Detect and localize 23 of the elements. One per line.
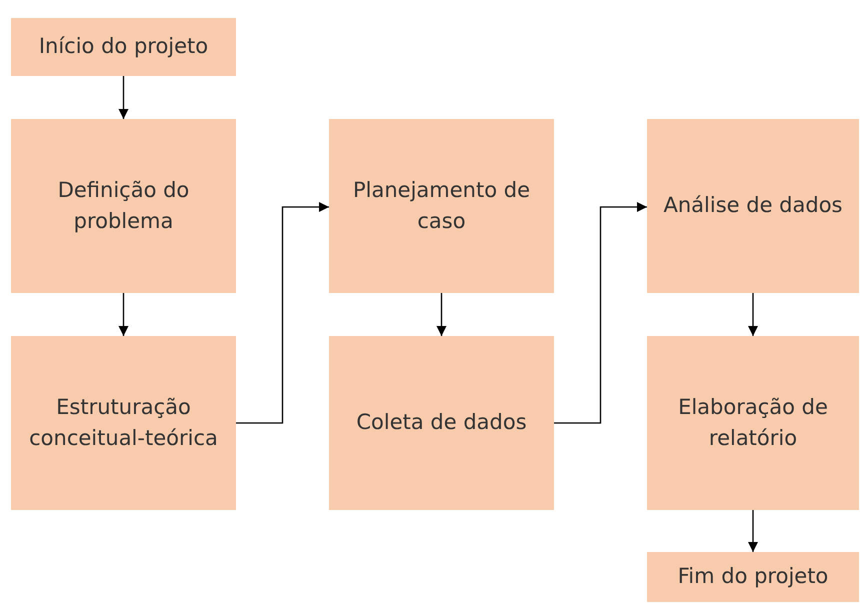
arrow bbox=[118, 293, 128, 336]
process-box bbox=[11, 336, 236, 510]
box-label: Início do projeto bbox=[38, 33, 208, 60]
box-label: Planejamento de caso bbox=[352, 176, 531, 235]
process-box bbox=[647, 552, 859, 602]
box-label: Elaboração de relatório bbox=[677, 394, 829, 452]
box-label: Definição do problema bbox=[56, 176, 190, 235]
arrow bbox=[748, 293, 758, 336]
process-box bbox=[329, 336, 554, 510]
box-label: Estruturação conceitual-teórica bbox=[28, 394, 219, 452]
arrow bbox=[118, 76, 128, 119]
process-box bbox=[647, 336, 859, 510]
arrow bbox=[554, 202, 647, 424]
process-box bbox=[329, 119, 554, 293]
process-box bbox=[11, 119, 236, 293]
arrow bbox=[436, 293, 446, 336]
box-label: Análise de dados bbox=[664, 192, 842, 220]
box-label: Fim do projeto bbox=[678, 563, 828, 590]
process-box bbox=[11, 18, 236, 76]
arrow bbox=[236, 202, 329, 424]
box-label: Coleta de dados bbox=[356, 409, 527, 436]
process-box bbox=[647, 119, 859, 293]
arrow bbox=[748, 510, 758, 552]
